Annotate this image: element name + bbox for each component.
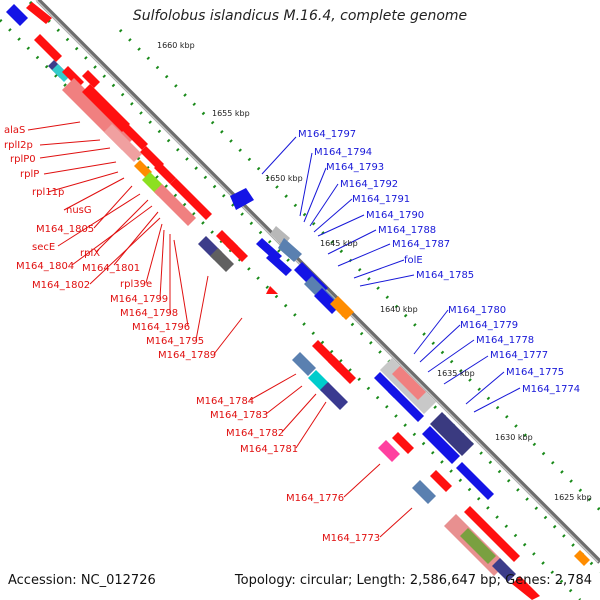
gene-label-M164-1788[interactable]: M164_1788 bbox=[378, 225, 436, 236]
gene-label-M164-1777[interactable]: M164_1777 bbox=[490, 350, 548, 361]
gene-label-rplP[interactable]: rplP bbox=[20, 169, 39, 180]
gene-label-M164-1785[interactable]: M164_1785 bbox=[416, 270, 474, 281]
gene-arrow bbox=[266, 252, 292, 276]
gene-label-M164-1798[interactable]: M164_1798 bbox=[120, 308, 178, 319]
gene-label-M164-1775[interactable]: M164_1775 bbox=[506, 367, 564, 378]
red-leader-lines bbox=[27, 121, 413, 538]
gene-arrow bbox=[422, 426, 460, 464]
gene-label-M164-1780[interactable]: M164_1780 bbox=[448, 305, 506, 316]
gene-label-M164-1776[interactable]: M164_1776 bbox=[286, 493, 344, 504]
gene-arrow bbox=[82, 70, 100, 88]
gene-box bbox=[330, 296, 354, 320]
gene-label-M164-1778[interactable]: M164_1778 bbox=[476, 335, 534, 346]
gene-box bbox=[392, 366, 426, 400]
gene-box bbox=[574, 550, 590, 566]
gene-arrow bbox=[392, 432, 414, 454]
gene-box bbox=[320, 382, 348, 410]
gene-label-M164-1791[interactable]: M164_1791 bbox=[352, 194, 410, 205]
gene-label-M164-1784[interactable]: M164_1784 bbox=[196, 396, 254, 407]
gene-label-M164-1787[interactable]: M164_1787 bbox=[392, 239, 450, 250]
gene-label-M164-1789[interactable]: M164_1789 bbox=[158, 350, 216, 361]
gene-arrow bbox=[230, 188, 254, 210]
scale-labels: 1660 kbp 1655 kbp 1650 kbp 1645 kbp 1640… bbox=[157, 41, 592, 502]
gene-arrow bbox=[388, 386, 424, 422]
gene-label-M164-1804[interactable]: M164_1804 bbox=[16, 261, 74, 272]
scale-label: 1635 kbp bbox=[437, 369, 475, 378]
gene-arrow bbox=[34, 34, 62, 62]
gene-label-rpl11p[interactable]: rpl11p bbox=[32, 187, 64, 198]
guide-line-outer bbox=[118, 28, 600, 512]
accession-text: Accession: NC_012726 bbox=[8, 573, 156, 588]
gene-arrow bbox=[456, 462, 494, 500]
gene-label-secE[interactable]: secE bbox=[32, 242, 55, 253]
gene-arrow bbox=[82, 84, 130, 132]
map-title: Sulfolobus islandicus M.16.4, complete g… bbox=[132, 8, 468, 24]
gene-label-M164-1797[interactable]: M164_1797 bbox=[298, 129, 356, 140]
gene-label-M164-1801[interactable]: M164_1801 bbox=[82, 263, 140, 274]
gene-arrow bbox=[226, 240, 248, 262]
scale-label: 1660 kbp bbox=[157, 41, 195, 50]
gene-arrow bbox=[26, 2, 52, 24]
gene-label-M164-1774[interactable]: M164_1774 bbox=[522, 384, 580, 395]
gene-box bbox=[134, 160, 152, 178]
gene-label-M164-1795[interactable]: M164_1795 bbox=[146, 336, 204, 347]
scale-label: 1625 kbp bbox=[554, 493, 592, 502]
gene-label-M164-1805[interactable]: M164_1805 bbox=[36, 224, 94, 235]
gene-label-rpl39e[interactable]: rpl39e bbox=[120, 279, 152, 290]
gene-box bbox=[278, 238, 302, 262]
gene-label-M164-1792[interactable]: M164_1792 bbox=[340, 179, 398, 190]
gene-label-M164-1799[interactable]: M164_1799 bbox=[110, 294, 168, 305]
scale-label: 1630 kbp bbox=[495, 433, 533, 442]
gene-box bbox=[412, 480, 436, 504]
gene-label-M164-1782[interactable]: M164_1782 bbox=[226, 428, 284, 439]
gene-label-rplX[interactable]: rplX bbox=[80, 248, 100, 259]
gene-label-M164-1802[interactable]: M164_1802 bbox=[32, 280, 90, 291]
gene-label-alaS[interactable]: alaS bbox=[4, 125, 25, 136]
gene-label-M164-1796[interactable]: M164_1796 bbox=[132, 322, 190, 333]
gene-label-M164-1773[interactable]: M164_1773 bbox=[322, 533, 380, 544]
gene-arrow bbox=[154, 162, 176, 184]
gene-label-rplI2p[interactable]: rplI2p bbox=[4, 140, 33, 151]
gene-label-rplP0[interactable]: rplP0 bbox=[10, 154, 36, 165]
gene-arrow bbox=[512, 576, 540, 600]
gene-arrow bbox=[266, 286, 278, 294]
gene-arrow bbox=[122, 124, 148, 150]
gene-box bbox=[460, 528, 496, 564]
reverse-strand-genes bbox=[6, 4, 590, 566]
gene-arrow bbox=[464, 506, 520, 562]
blue-leader-lines bbox=[261, 136, 521, 413]
scale-label: 1640 kbp bbox=[380, 305, 418, 314]
gene-box bbox=[154, 184, 196, 226]
gene-arrow bbox=[170, 178, 212, 220]
gene-box bbox=[52, 64, 70, 82]
gene-box bbox=[292, 352, 316, 376]
gene-label-nusG[interactable]: nusG bbox=[66, 205, 92, 216]
gene-arrow bbox=[430, 470, 452, 492]
gene-label-M164-1790[interactable]: M164_1790 bbox=[366, 210, 424, 221]
gene-label-M164-1779[interactable]: M164_1779 bbox=[460, 320, 518, 331]
gene-label-M164-1783[interactable]: M164_1783 bbox=[210, 410, 268, 421]
topology-summary: Topology: circular; Length: 2,586,647 bp… bbox=[234, 573, 592, 588]
gene-label-M164-1793[interactable]: M164_1793 bbox=[326, 162, 384, 173]
red-gene-labels: alaS rplI2p rplP0 rplP rpl11p nusG M164_… bbox=[4, 125, 380, 544]
gene-box bbox=[430, 412, 474, 456]
gene-box bbox=[104, 124, 142, 162]
forward-strand-genes bbox=[26, 2, 540, 600]
gene-label-folE[interactable]: folE bbox=[404, 255, 423, 266]
blue-gene-labels: M164_1797 M164_1794 M164_1793 M164_1792 … bbox=[298, 129, 580, 395]
scale-label: 1650 kbp bbox=[265, 174, 303, 183]
gene-box bbox=[378, 440, 400, 462]
gene-label-M164-1794[interactable]: M164_1794 bbox=[314, 147, 372, 158]
gene-box bbox=[492, 558, 516, 582]
gene-arrow bbox=[328, 356, 356, 384]
gene-arrow bbox=[6, 4, 28, 26]
scale-label: 1645 kbp bbox=[320, 239, 358, 248]
scale-label: 1655 kbp bbox=[212, 109, 250, 118]
gene-box bbox=[210, 248, 234, 272]
gene-label-M164-1781[interactable]: M164_1781 bbox=[240, 444, 298, 455]
